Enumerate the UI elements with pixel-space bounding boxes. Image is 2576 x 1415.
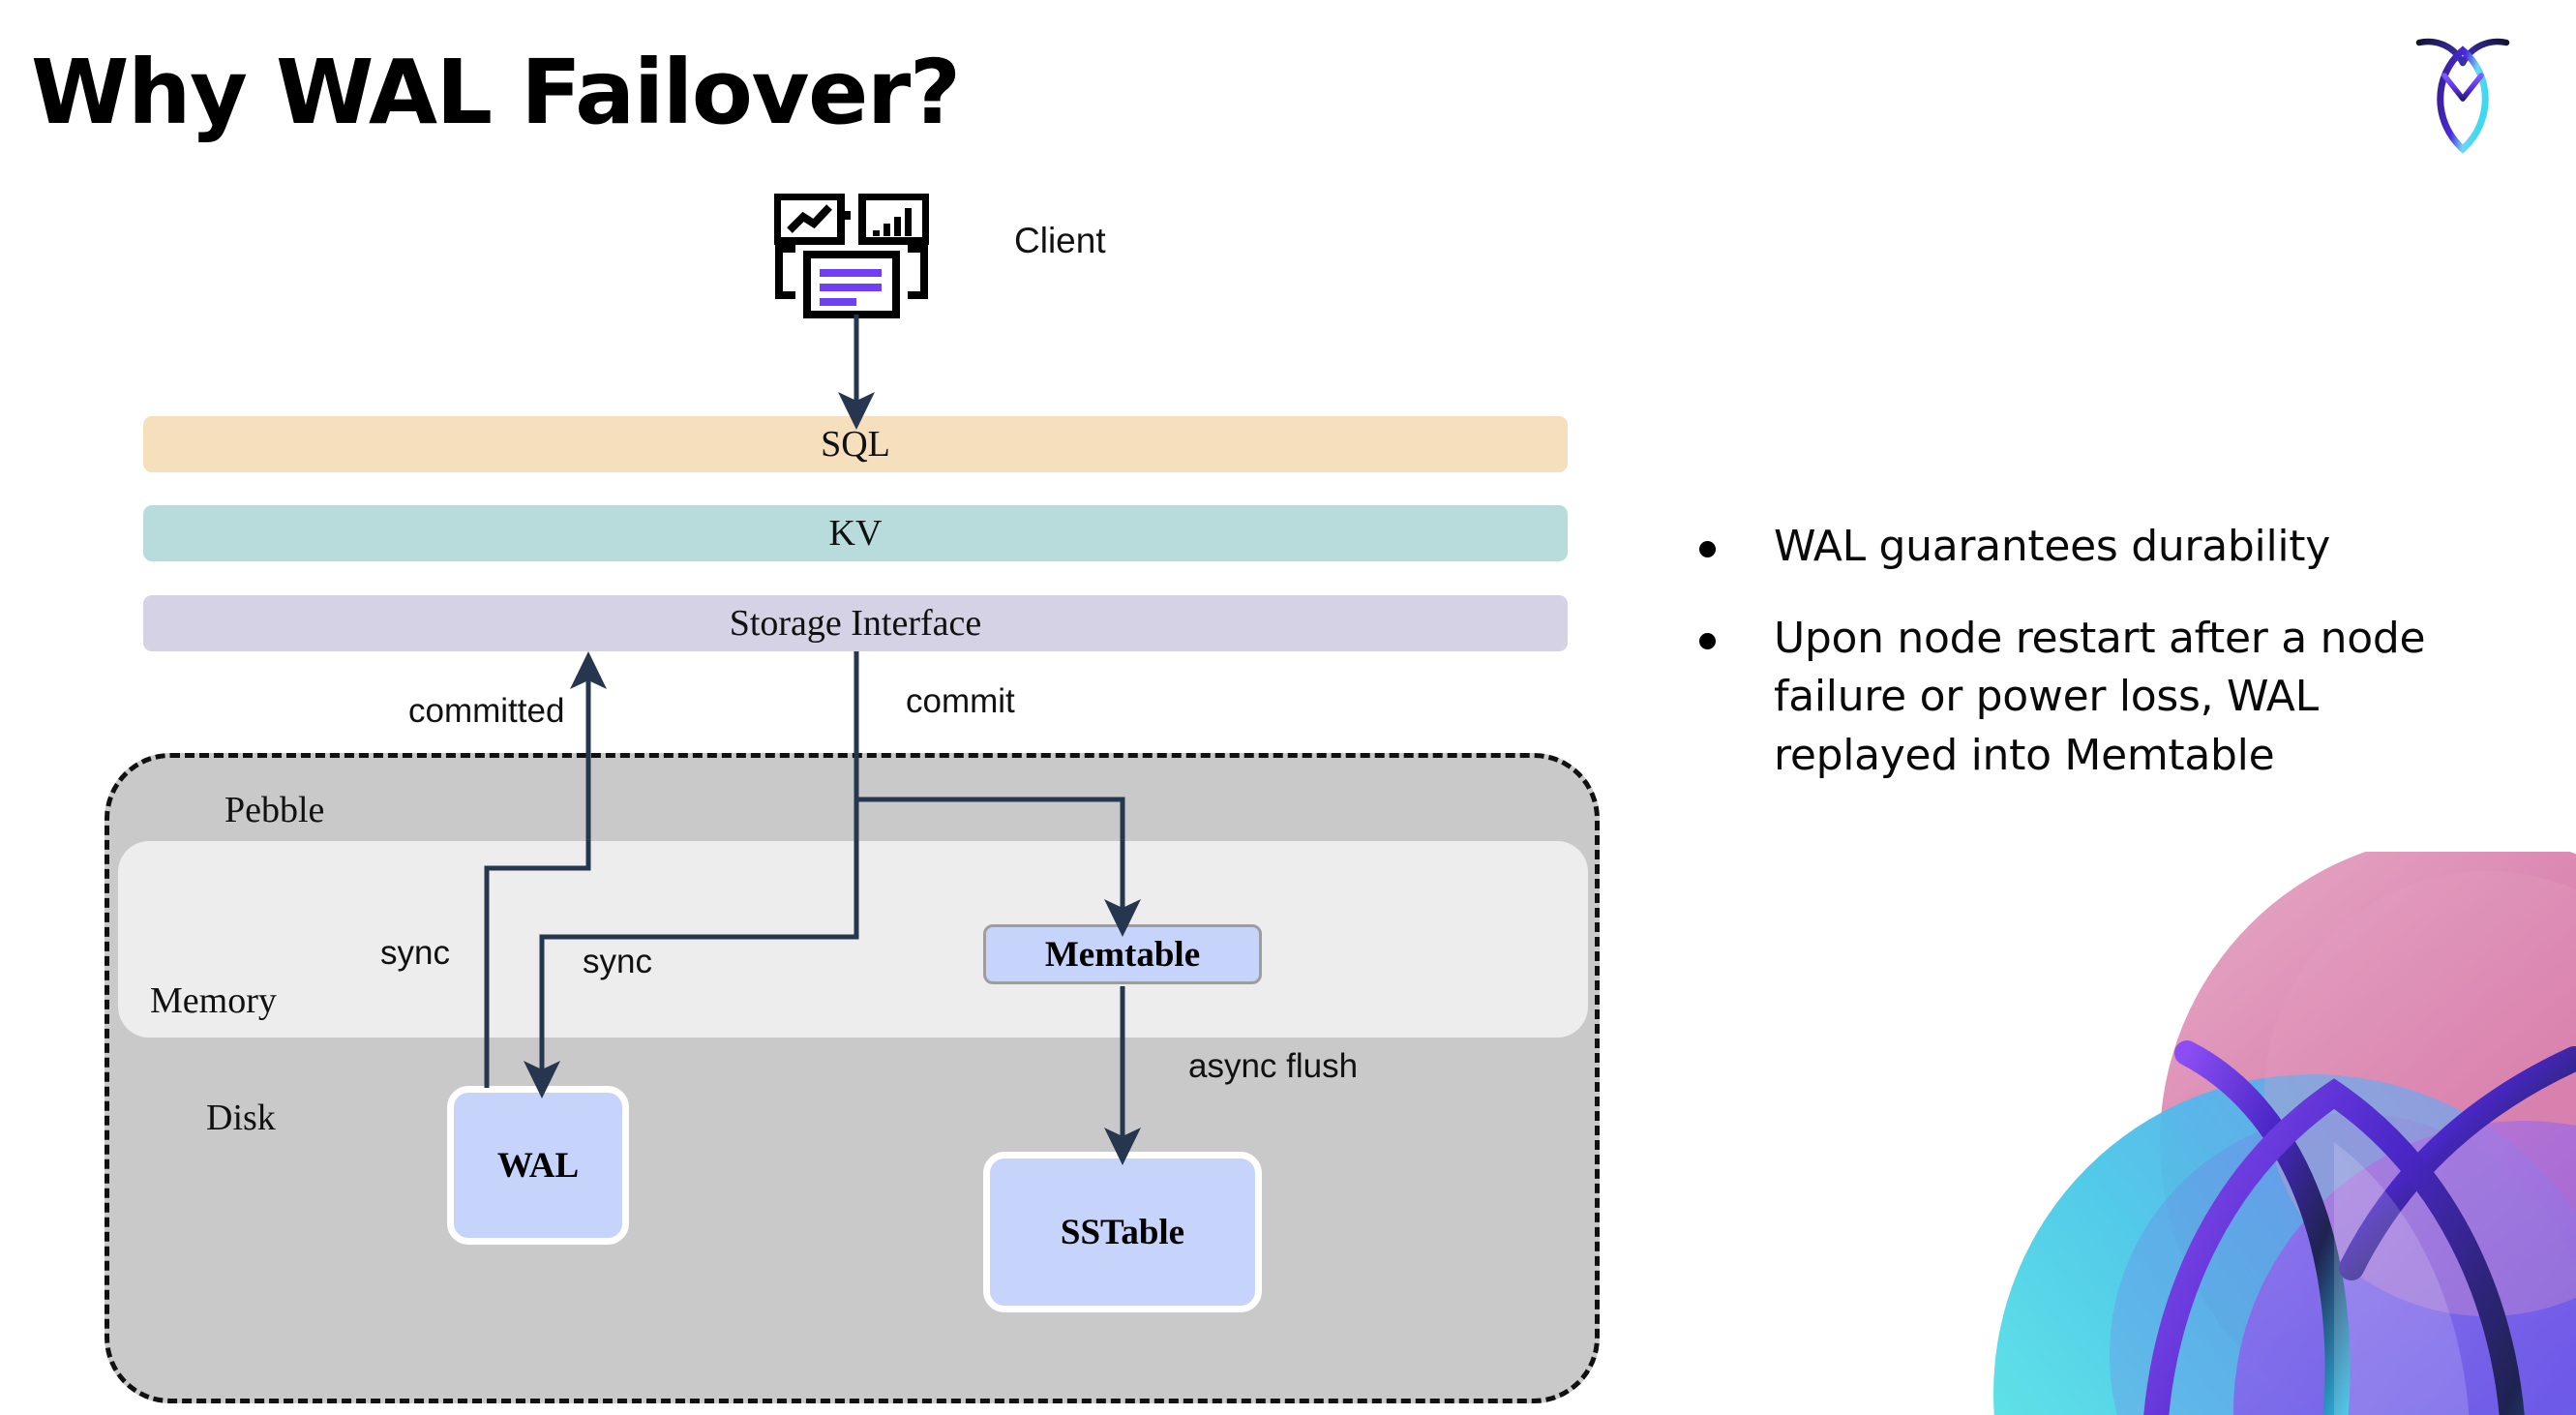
memory-label: Memory bbox=[150, 980, 277, 1021]
cockroachdb-logo bbox=[2410, 29, 2516, 160]
bullet-text: Upon node restart after a node failure o… bbox=[1774, 613, 2426, 781]
list-item: WAL guarantees durability bbox=[1699, 518, 2502, 577]
list-item: Upon node restart after a node failure o… bbox=[1699, 610, 2502, 786]
node-memtable-label: Memtable bbox=[1044, 934, 1201, 975]
bullet-list: WAL guarantees durability Upon node rest… bbox=[1699, 518, 2502, 819]
bullet-dot-icon bbox=[1699, 632, 1716, 649]
node-memtable[interactable]: Memtable bbox=[983, 924, 1262, 984]
memory-region bbox=[118, 841, 1588, 1038]
layer-kv[interactable]: KV bbox=[143, 505, 1568, 561]
edge-label-sync-b: sync bbox=[583, 943, 652, 980]
layer-storage-interface-label: Storage Interface bbox=[729, 603, 982, 644]
client-dashboard-icon bbox=[773, 193, 930, 319]
bullet-dot-icon bbox=[1699, 541, 1716, 557]
layer-sql[interactable]: SQL bbox=[143, 416, 1568, 472]
node-sstable-label: SSTable bbox=[1060, 1212, 1185, 1252]
layer-kv-label: KV bbox=[828, 513, 883, 554]
edge-label-async-flush: async flush bbox=[1188, 1047, 1359, 1085]
disk-label: Disk bbox=[206, 1098, 276, 1138]
edge-label-committed: committed bbox=[408, 692, 565, 730]
corner-gradient-logo-art bbox=[1897, 852, 2576, 1415]
edge-label-sync-a: sync bbox=[380, 934, 450, 972]
layer-sql-label: SQL bbox=[821, 424, 890, 465]
node-sstable[interactable]: SSTable bbox=[983, 1152, 1262, 1312]
node-wal-label: WAL bbox=[496, 1145, 580, 1186]
edge-label-commit: commit bbox=[906, 682, 1015, 720]
bullet-text: WAL guarantees durability bbox=[1774, 522, 2330, 571]
node-wal[interactable]: WAL bbox=[447, 1086, 629, 1245]
client-label: Client bbox=[1014, 221, 1106, 260]
page-title: Why WAL Failover? bbox=[31, 41, 961, 144]
layer-storage-interface[interactable]: Storage Interface bbox=[143, 595, 1568, 651]
pebble-label: Pebble bbox=[225, 790, 325, 830]
architecture-diagram: Pebble Memory Disk SQL KV Storage Interf… bbox=[105, 193, 1600, 1403]
